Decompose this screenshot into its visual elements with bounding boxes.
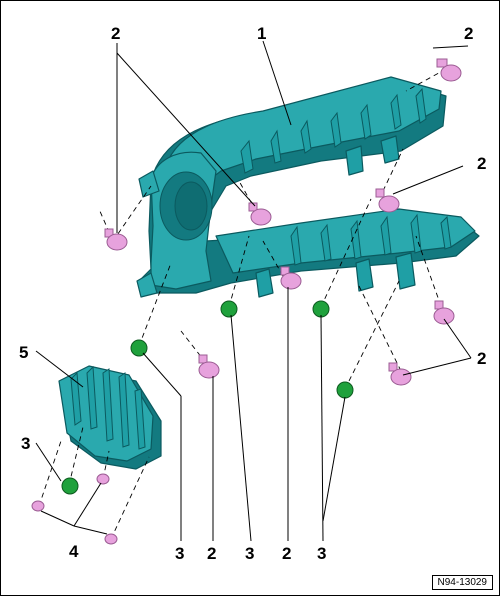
callout-2-top-right: 2 — [464, 24, 473, 43]
callout-4: 4 — [69, 542, 79, 561]
clip-left — [104, 228, 128, 251]
small-clip-c — [104, 533, 118, 545]
callout-3-bottom-c: 3 — [317, 544, 326, 563]
clip-top-right — [436, 58, 462, 82]
callout-3-bottom-a: 3 — [175, 544, 184, 563]
small-clip-b — [31, 500, 45, 512]
callout-5: 5 — [19, 343, 28, 362]
callout-2-top-left: 2 — [111, 24, 120, 43]
clip-middle-left — [198, 354, 220, 379]
callout-2-bottom-b: 2 — [282, 544, 291, 563]
clip-lower-right — [433, 300, 455, 325]
clip-center — [248, 202, 272, 226]
callout-2-bottom-right: 2 — [477, 349, 486, 368]
callout-3-left: 3 — [21, 434, 30, 453]
small-bracket — [58, 365, 162, 470]
clip-upper-right — [375, 188, 400, 213]
clip-lower-center — [280, 266, 302, 290]
clips — [31, 58, 462, 545]
callout-2-right: 2 — [477, 154, 486, 173]
main-bracket — [136, 76, 480, 298]
assembly-lines — [38, 68, 447, 540]
callout-2-bottom-a: 2 — [207, 544, 216, 563]
clip-bottom-right — [388, 362, 412, 386]
leader-lines — [35, 40, 472, 542]
small-clip-a — [96, 473, 110, 485]
figure-reference-code: N94-13029 — [431, 575, 493, 590]
callout-1: 1 — [257, 24, 266, 43]
callout-labels: 1 2 2 2 2 5 3 4 3 2 3 2 3 — [19, 24, 486, 563]
callout-3-bottom-b: 3 — [245, 544, 254, 563]
